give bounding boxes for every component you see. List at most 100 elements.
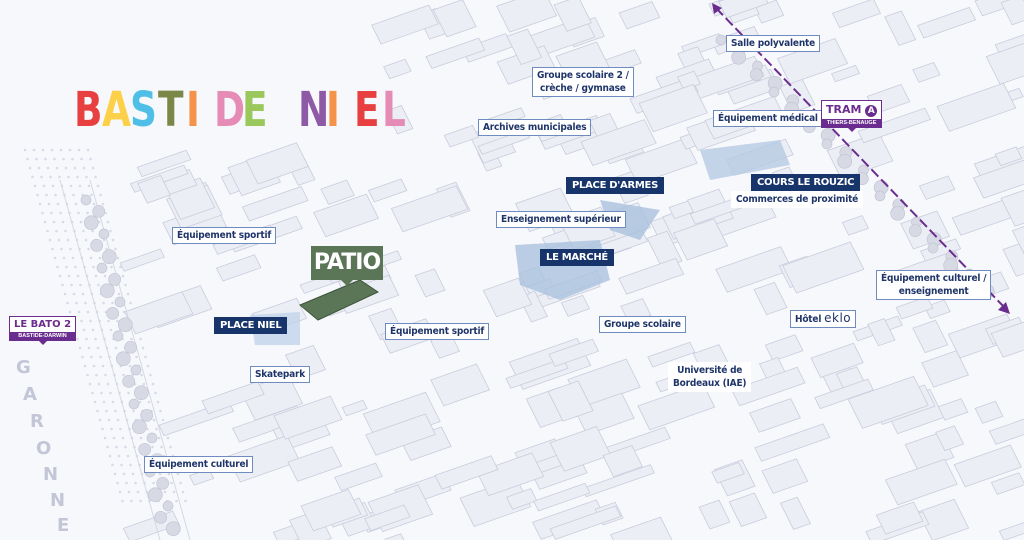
patio-marker[interactable]: PATIO	[311, 246, 383, 286]
building	[383, 58, 412, 80]
dot	[125, 481, 128, 485]
tree-icon	[114, 296, 126, 308]
cours-le-rouzic-label[interactable]: COURS LE ROUZIC	[751, 174, 861, 191]
dot	[71, 256, 75, 260]
tree-icon	[147, 487, 163, 503]
building	[215, 254, 262, 282]
dot	[37, 166, 41, 170]
equipement-sportif-2-label[interactable]: Équipement sportif	[385, 323, 490, 340]
building	[496, 0, 558, 33]
dot	[127, 391, 130, 395]
dot	[110, 427, 113, 431]
building	[136, 149, 192, 178]
dot	[79, 283, 82, 287]
dot	[99, 355, 102, 359]
building	[753, 281, 788, 316]
dot	[23, 148, 27, 152]
bato-station-marker[interactable]: LE BATO 2 BASTIDE-DARWIN	[9, 316, 77, 345]
building	[912, 319, 949, 354]
dot	[80, 319, 83, 323]
dot	[57, 238, 61, 242]
building	[857, 107, 932, 144]
building	[1000, 0, 1024, 26]
building	[912, 61, 941, 83]
dot	[70, 283, 73, 287]
commerces-label[interactable]: Commerces de proximité	[731, 191, 864, 208]
dot	[161, 418, 165, 422]
tree-icon	[99, 283, 115, 299]
equipement-sportif-label[interactable]: Équipement sportif	[172, 227, 277, 244]
dot	[73, 166, 77, 170]
building	[974, 400, 1004, 424]
dot	[163, 490, 167, 494]
hotel-eklo-label[interactable]: Hôtel eklo	[790, 310, 857, 328]
place-niel-label[interactable]: PLACE NIEL	[214, 317, 288, 334]
dot	[77, 211, 80, 215]
dot	[119, 427, 122, 431]
archives-label[interactable]: Archives municipales	[478, 119, 592, 136]
dot	[116, 256, 120, 260]
dot	[116, 418, 120, 422]
dot	[31, 175, 34, 179]
dot	[98, 256, 102, 260]
dot	[84, 238, 88, 242]
dot	[42, 184, 46, 188]
dot	[107, 418, 111, 422]
eklo-brand: eklo	[824, 311, 852, 325]
building	[994, 34, 1024, 55]
dot	[50, 148, 54, 152]
dot	[94, 175, 97, 179]
building	[935, 425, 965, 452]
building	[384, 533, 405, 540]
dot	[126, 454, 130, 458]
dot	[151, 382, 155, 386]
equipement-medical-label[interactable]: Équipement médical	[713, 110, 823, 127]
tram-station-marker[interactable]: TRAM A THIERS-BENAUGE	[821, 100, 883, 132]
skatepark-label[interactable]: Skatepark	[250, 366, 311, 383]
equipement-culturel-label[interactable]: Équipement culturel	[144, 456, 254, 473]
building	[364, 504, 411, 532]
tree-icon	[821, 138, 833, 150]
equipement-culturel-enseignement-label[interactable]: Équipement culturel /enseignement	[876, 270, 992, 300]
tree-icon	[715, 34, 727, 46]
dot	[59, 148, 63, 152]
dot	[77, 148, 81, 152]
dot	[156, 400, 160, 404]
building	[119, 248, 165, 272]
river-bank-line	[59, 179, 161, 540]
building	[505, 357, 569, 389]
place-armes-label[interactable]: PLACE D'ARMES	[566, 177, 664, 194]
label-line: enseignement	[898, 286, 969, 297]
building	[638, 83, 708, 133]
tram-arrow-north-icon	[712, 3, 722, 14]
enseignement-superieur-label[interactable]: Enseignement supérieur	[496, 211, 626, 228]
dot	[147, 400, 151, 404]
river-letter: A	[23, 384, 37, 405]
dot	[136, 490, 140, 494]
tree-icon	[140, 408, 154, 422]
logo-letter: E	[242, 82, 268, 138]
label-line: Bordeaux (IAE)	[673, 378, 747, 389]
groupe-scolaire-label[interactable]: Groupe scolaire	[599, 316, 686, 333]
river-letter: N	[50, 490, 66, 511]
logo-letter: D	[214, 82, 245, 138]
dot	[135, 355, 138, 359]
dot	[106, 382, 110, 386]
dot	[179, 481, 182, 485]
dot	[102, 238, 106, 242]
dot	[68, 310, 72, 314]
tree-icon	[80, 194, 92, 206]
patio-building	[299, 279, 380, 321]
salle-polyvalente-label[interactable]: Salle polyvalente	[726, 35, 821, 52]
tree-icon	[138, 442, 152, 456]
dot	[128, 364, 132, 368]
dot	[96, 409, 99, 413]
tree-icon	[101, 249, 117, 265]
dot	[93, 400, 97, 404]
groupe-scolaire-2-label[interactable]: Groupe scolaire 2 /crèche / gymnase	[532, 67, 634, 97]
dot	[86, 373, 89, 377]
building	[920, 238, 962, 262]
le-marche-label[interactable]: LE MARCHÉ	[540, 249, 614, 266]
